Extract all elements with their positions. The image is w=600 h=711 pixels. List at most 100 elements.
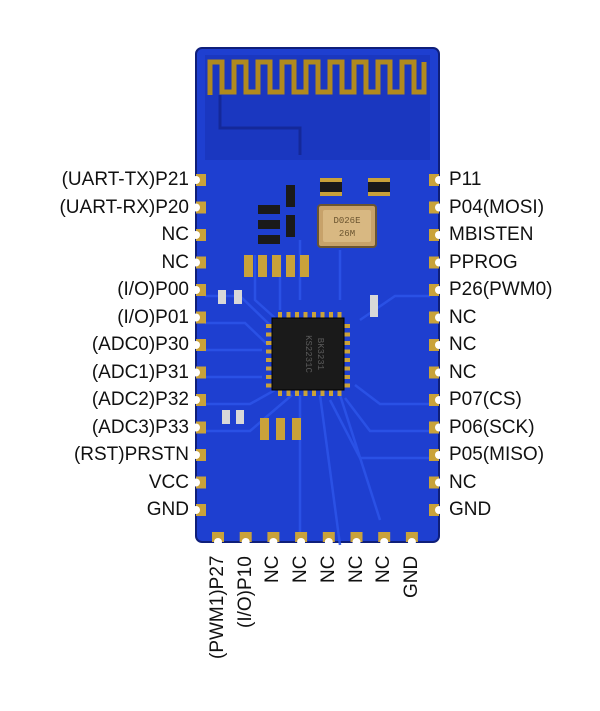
right-pin-label: NC (449, 306, 477, 328)
left-pin-label: VCC (148, 471, 189, 493)
chip-pin (286, 312, 291, 319)
right-pin-hole (435, 396, 443, 404)
right-pin-label: NC (449, 471, 477, 493)
chip-pin (343, 349, 350, 354)
antenna-trace (207, 59, 427, 95)
left-pin-hole (192, 368, 200, 377)
right-pin-pad (429, 201, 439, 214)
right-pin-hole (435, 423, 443, 432)
chip-pin (320, 312, 325, 319)
chip-pin (343, 324, 350, 328)
chip-pin (329, 312, 333, 319)
left-pin-label: (UART-RX)P20 (59, 196, 189, 218)
chip-pin (329, 389, 333, 396)
right-pin-label: NC (449, 334, 477, 355)
left-pin-label: (I/O)P00 (117, 279, 189, 300)
left-pin-pad (196, 476, 206, 489)
left-pin-label: GND (146, 499, 189, 520)
right-pin-label: PPROG (449, 251, 518, 273)
right-pin-hole (435, 286, 443, 294)
left-pin-label: (ADC1)P31 (91, 361, 189, 383)
left-pin-hole (192, 451, 200, 459)
bottom-pin-hole (297, 538, 306, 546)
bottom-pin-label: NC (345, 556, 367, 584)
bottom-pin-pad (322, 532, 335, 542)
right-pin-hole (435, 203, 443, 212)
chip-pin (278, 389, 282, 396)
right-pin-label: P05(MISO) (449, 444, 545, 465)
bottom-pin-hole (380, 538, 389, 546)
bottom-pin-pad (212, 532, 224, 542)
pcb-traces (205, 240, 430, 546)
right-pin-pad (429, 421, 439, 434)
chip-pin (312, 312, 316, 319)
chip-pin (266, 341, 273, 345)
left-pin-pad (196, 174, 206, 186)
left-pin-pad (196, 201, 206, 214)
chip-pin (343, 341, 350, 345)
bottom-pin-hole (214, 538, 222, 546)
chip-pin (343, 366, 350, 371)
left-pin-hole (192, 478, 200, 487)
chip-pin (266, 383, 273, 388)
right-pin-label: GND (449, 499, 492, 520)
chip-pin (266, 324, 273, 328)
bottom-pin-label: NC (373, 556, 395, 584)
left-pin-hole (192, 231, 200, 239)
chip-pin (278, 312, 282, 319)
crystal-marking-line2: 26M (339, 229, 355, 239)
chip-pin (343, 358, 350, 362)
left-pin-pad (196, 229, 206, 241)
left-pin-hole (192, 313, 200, 322)
chip-pin (337, 389, 342, 396)
bottom-pin-label: NC (317, 556, 339, 584)
left-pin-hole (192, 258, 200, 267)
right-pin-pad (429, 256, 439, 269)
smd-components-top (218, 178, 390, 440)
left-pin-hole (192, 286, 200, 294)
bottom-pin-pad (295, 532, 308, 542)
left-pin-label: (ADC3)P33 (91, 416, 189, 438)
right-pin-hole (435, 231, 443, 239)
crystal-oscillator: D026E 26M (317, 204, 377, 248)
left-pin-pad (196, 504, 206, 516)
chip-pin (266, 358, 273, 362)
chip-pin (266, 375, 273, 379)
right-pin-pad (429, 339, 439, 351)
left-pin-pad (196, 366, 206, 379)
left-pin-pad (196, 421, 206, 434)
left-pin-label: (I/O)P01 (117, 306, 189, 328)
right-pin-pad (429, 366, 439, 379)
right-pin-pad (429, 174, 439, 186)
right-pin-hole (435, 313, 443, 322)
left-pin-pad (196, 449, 206, 461)
right-pin-pad (429, 394, 439, 406)
left-pin-label: (ADC0)P30 (91, 334, 189, 355)
bottom-pin-pad (239, 532, 252, 542)
bottom-pin-label: GND (400, 556, 422, 599)
left-pin-label: (RST)PRSTN (73, 444, 189, 465)
bottom-pin-label: NC (290, 556, 312, 584)
chip-marking-line1: BK3231 (315, 338, 325, 370)
right-pin-pads (429, 174, 443, 516)
chip-pin (337, 312, 342, 319)
right-pin-pad (429, 504, 439, 516)
bottom-pin-hole (324, 538, 333, 546)
right-pin-pad (429, 449, 439, 461)
chip-pin (312, 389, 316, 396)
left-pin-label: (ADC2)P32 (91, 389, 189, 410)
right-pin-label: MBISTEN (449, 224, 534, 245)
right-pin-label: NC (449, 361, 477, 383)
chip-pin (343, 383, 350, 388)
left-pin-label: NC (161, 251, 189, 273)
antenna-feed (218, 95, 302, 155)
bottom-pin-label: (I/O)P10 (234, 556, 256, 628)
left-pin-hole (192, 341, 200, 349)
right-pin-hole (435, 506, 443, 514)
right-pin-hole (435, 478, 443, 487)
left-pin-hole (192, 396, 200, 404)
chip-pin (343, 375, 350, 379)
right-pin-pad (429, 476, 439, 489)
main-chip: BK3231 KS2231C (266, 312, 350, 396)
chip-marking-line2: KS2231C (303, 335, 313, 373)
